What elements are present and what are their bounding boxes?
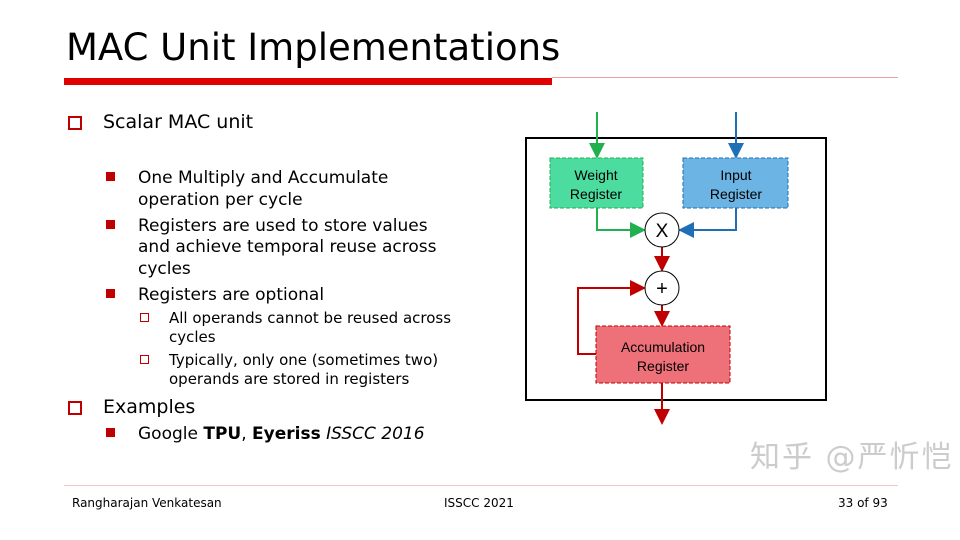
square-bullet-icon: [106, 220, 115, 229]
sub-bullet-text: Typically, only one (sometimes two): [169, 351, 439, 369]
text-tpu: TPU: [203, 424, 242, 444]
accumulation-register: [595, 325, 731, 384]
bullet-text: and achieve temporal reuse across: [138, 237, 437, 257]
bullet-text: Registers are optional: [138, 285, 325, 305]
weight-register-label: Register: [570, 186, 622, 202]
weight-to-mult-arrow: [596, 208, 646, 238]
footer-conference: ISSCC 2021: [444, 496, 514, 510]
input-register: [682, 157, 789, 209]
hollow-bullet-icon: [68, 401, 82, 415]
input-register-label: Register: [710, 186, 762, 202]
square-bullet-icon: [106, 172, 115, 181]
text-comma: ,: [241, 424, 253, 444]
hollow-bullet-icon: [68, 116, 82, 130]
hollow-sub-bullet-icon: [140, 355, 149, 364]
bullet-text: One Multiply and Accumulate: [138, 168, 389, 188]
input-register-label: Input: [720, 167, 751, 183]
accumulation-register-label: Accumulation: [621, 339, 705, 355]
text-google: Google: [138, 424, 204, 444]
accumulation-register-label: Register: [637, 358, 689, 374]
page-number: 33 of 93: [838, 496, 888, 510]
bullet-text: cycles: [138, 259, 191, 279]
footer-author: Rangharajan Venkatesan: [72, 496, 222, 510]
adder-symbol: +: [656, 278, 668, 300]
multiplier-symbol: X: [656, 221, 669, 242]
watermark: 知乎 @严忻恺: [750, 440, 954, 475]
square-bullet-icon: [106, 289, 115, 298]
feedback-arrow: [577, 280, 646, 355]
bullet-scalar: Scalar MAC unit: [103, 111, 254, 133]
sub-bullet-text: All operands cannot be reused across: [169, 309, 452, 327]
weight-register-label: Weight: [574, 167, 617, 183]
text-eyeriss: Eyeriss: [252, 424, 321, 444]
adder: [644, 270, 680, 306]
examples-text: Google TPU, Eyeriss ISSCC 2016: [138, 423, 425, 445]
bullet-text: operation per cycle: [138, 190, 303, 210]
title-accent-bar: [64, 78, 552, 85]
sub-bullet-text: operands are stored in registers: [169, 370, 410, 388]
text-venue: ISSCC 2016: [320, 424, 425, 444]
multiplier: [644, 212, 680, 248]
title-divider: [552, 77, 898, 78]
sub-bullet-text: cycles: [169, 328, 216, 346]
hollow-sub-bullet-icon: [140, 313, 149, 322]
footer-divider: [64, 485, 898, 486]
square-bullet-icon: [106, 428, 115, 437]
input-to-mult-arrow: [678, 208, 737, 238]
weight-register: [549, 157, 644, 209]
mac-unit-boundary: [525, 137, 827, 401]
bullet-text: Registers are used to store values: [138, 216, 428, 236]
bullet-examples: Examples: [103, 396, 196, 418]
slide-title: MAC Unit Implementations: [66, 26, 561, 69]
